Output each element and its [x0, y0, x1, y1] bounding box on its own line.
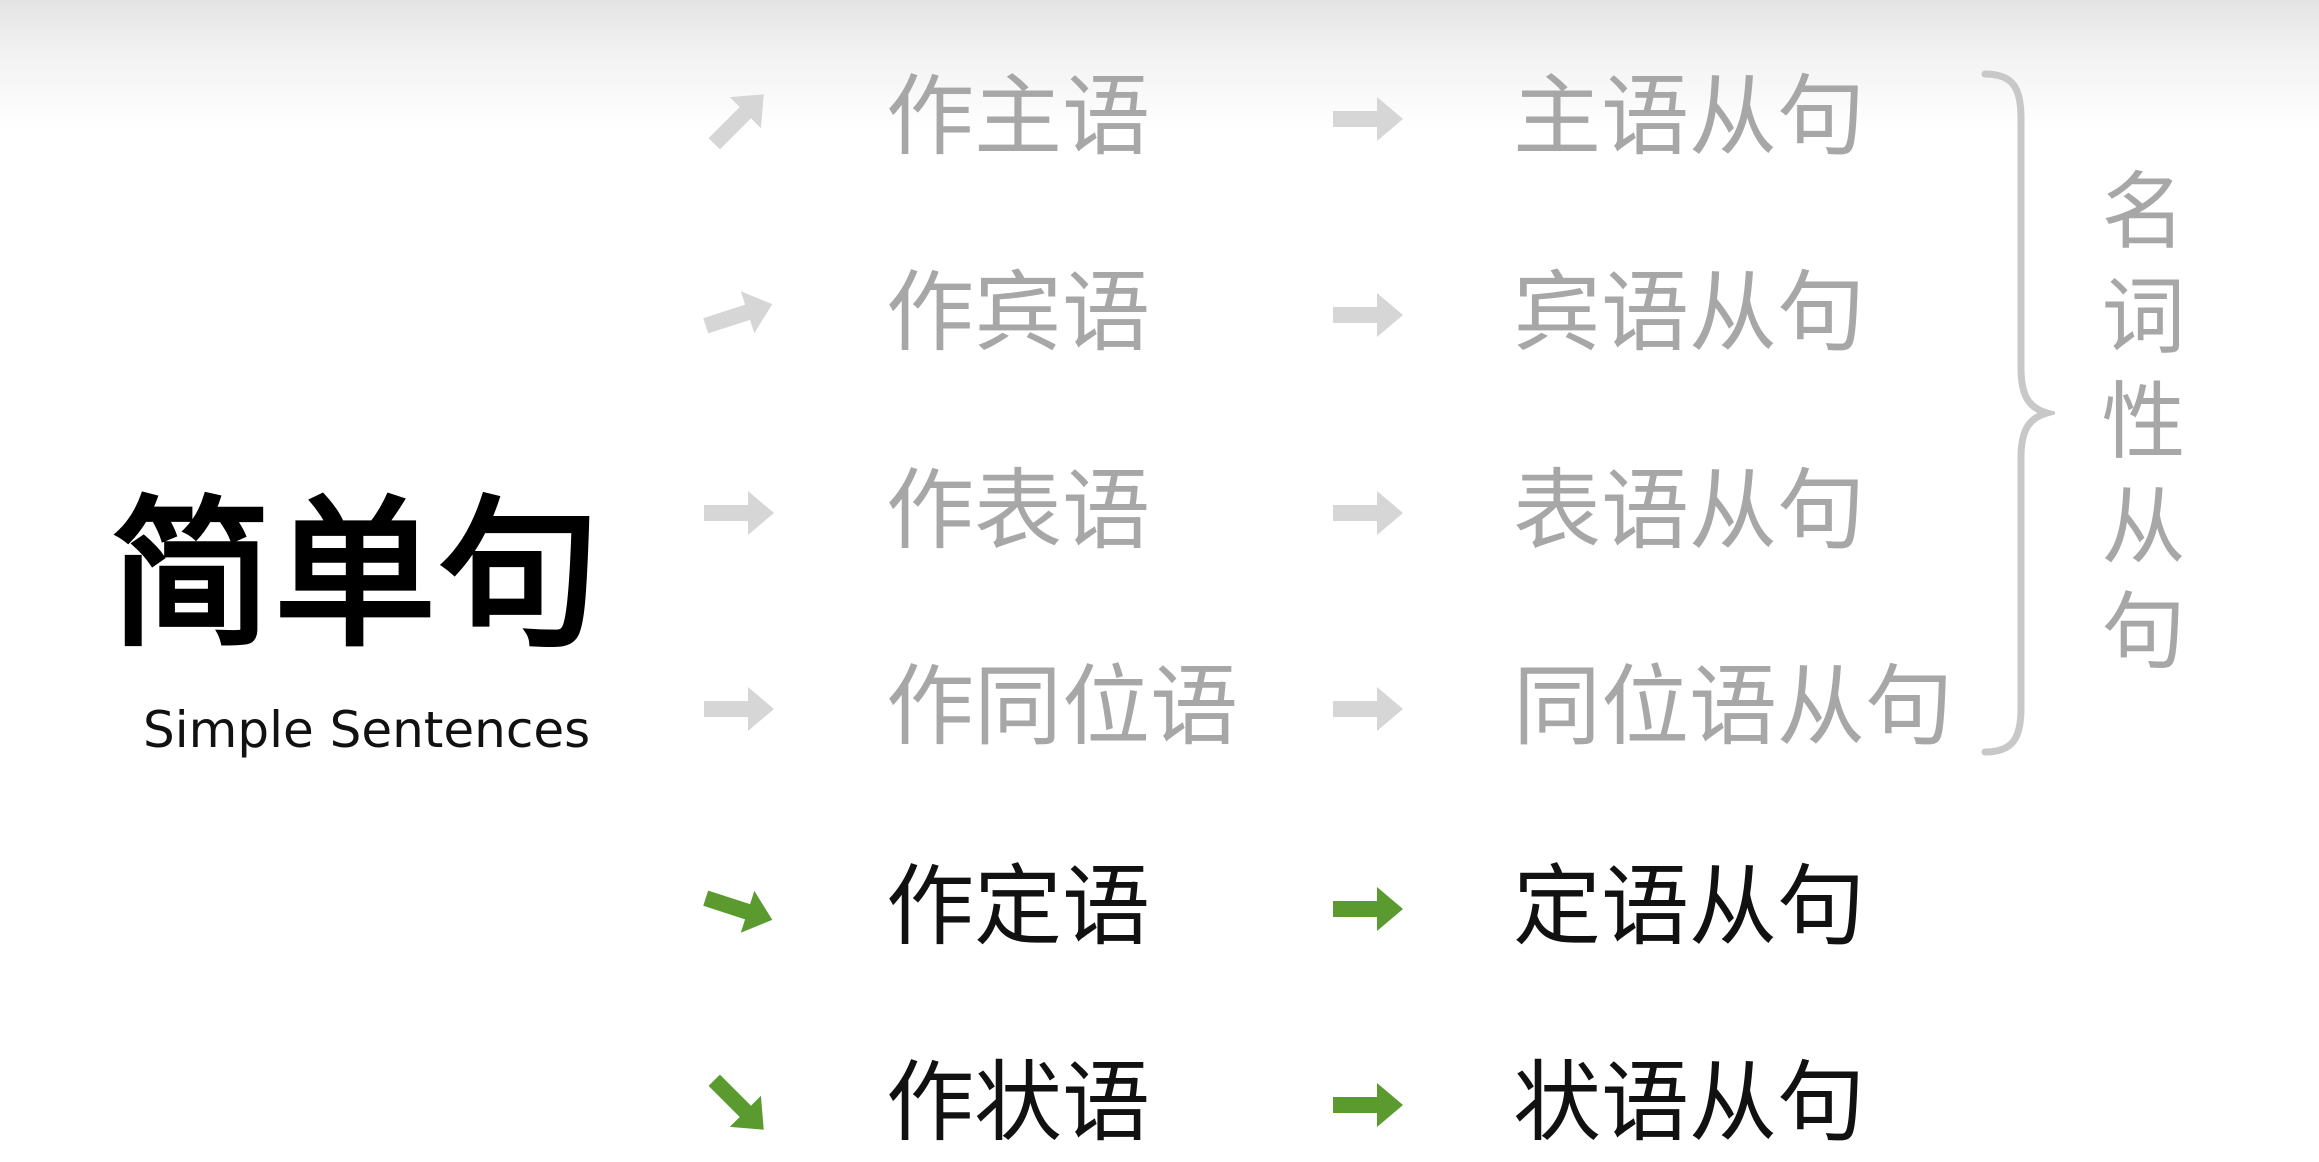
arrow-right-icon	[1327, 87, 1409, 151]
role-label: 作状语	[886, 1051, 1151, 1154]
arrow-slight-up-right-icon	[698, 283, 780, 347]
role-label: 作定语	[886, 855, 1151, 958]
subtitle: Simple Sentences	[143, 701, 591, 759]
row-adverbial: 作状语 状语从句	[0, 1048, 2319, 1158]
arrow-right-icon	[1327, 1073, 1409, 1137]
clause-label: 状语从句	[1513, 1051, 1866, 1154]
arrow-right-icon	[698, 677, 780, 741]
clause-label: 同位语从句	[1513, 655, 1954, 758]
row-subject: 作主语 主语从句	[0, 62, 2319, 172]
role-label: 作宾语	[886, 261, 1151, 364]
clause-label: 主语从句	[1513, 65, 1866, 168]
main-title: 简单句	[110, 480, 602, 670]
clause-label: 定语从句	[1513, 855, 1866, 958]
row-object: 作宾语 宾语从句	[0, 258, 2319, 368]
clause-label: 宾语从句	[1513, 261, 1866, 364]
noun-clause-group-label: 名词性从句	[2101, 163, 2186, 681]
arrow-right-icon	[1327, 877, 1409, 941]
role-label: 作表语	[886, 459, 1151, 562]
arrow-up-right-icon	[698, 87, 780, 151]
arrow-right-icon	[1327, 283, 1409, 347]
arrow-right-icon	[698, 481, 780, 545]
top-gradient-band	[0, 0, 2319, 130]
clause-label: 表语从句	[1513, 459, 1866, 562]
row-predicative: 作表语 表语从句	[0, 456, 2319, 566]
row-attributive: 作定语 定语从句	[0, 852, 2319, 962]
role-label: 作主语	[886, 65, 1151, 168]
right-curly-brace	[1975, 68, 2055, 758]
arrow-right-icon	[1327, 481, 1409, 545]
arrow-right-icon	[1327, 677, 1409, 741]
role-label: 作同位语	[886, 655, 1239, 758]
arrow-down-right-icon	[698, 1073, 780, 1137]
row-appositive: 作同位语 同位语从句	[0, 652, 2319, 762]
arrow-slight-down-right-icon	[698, 877, 780, 941]
